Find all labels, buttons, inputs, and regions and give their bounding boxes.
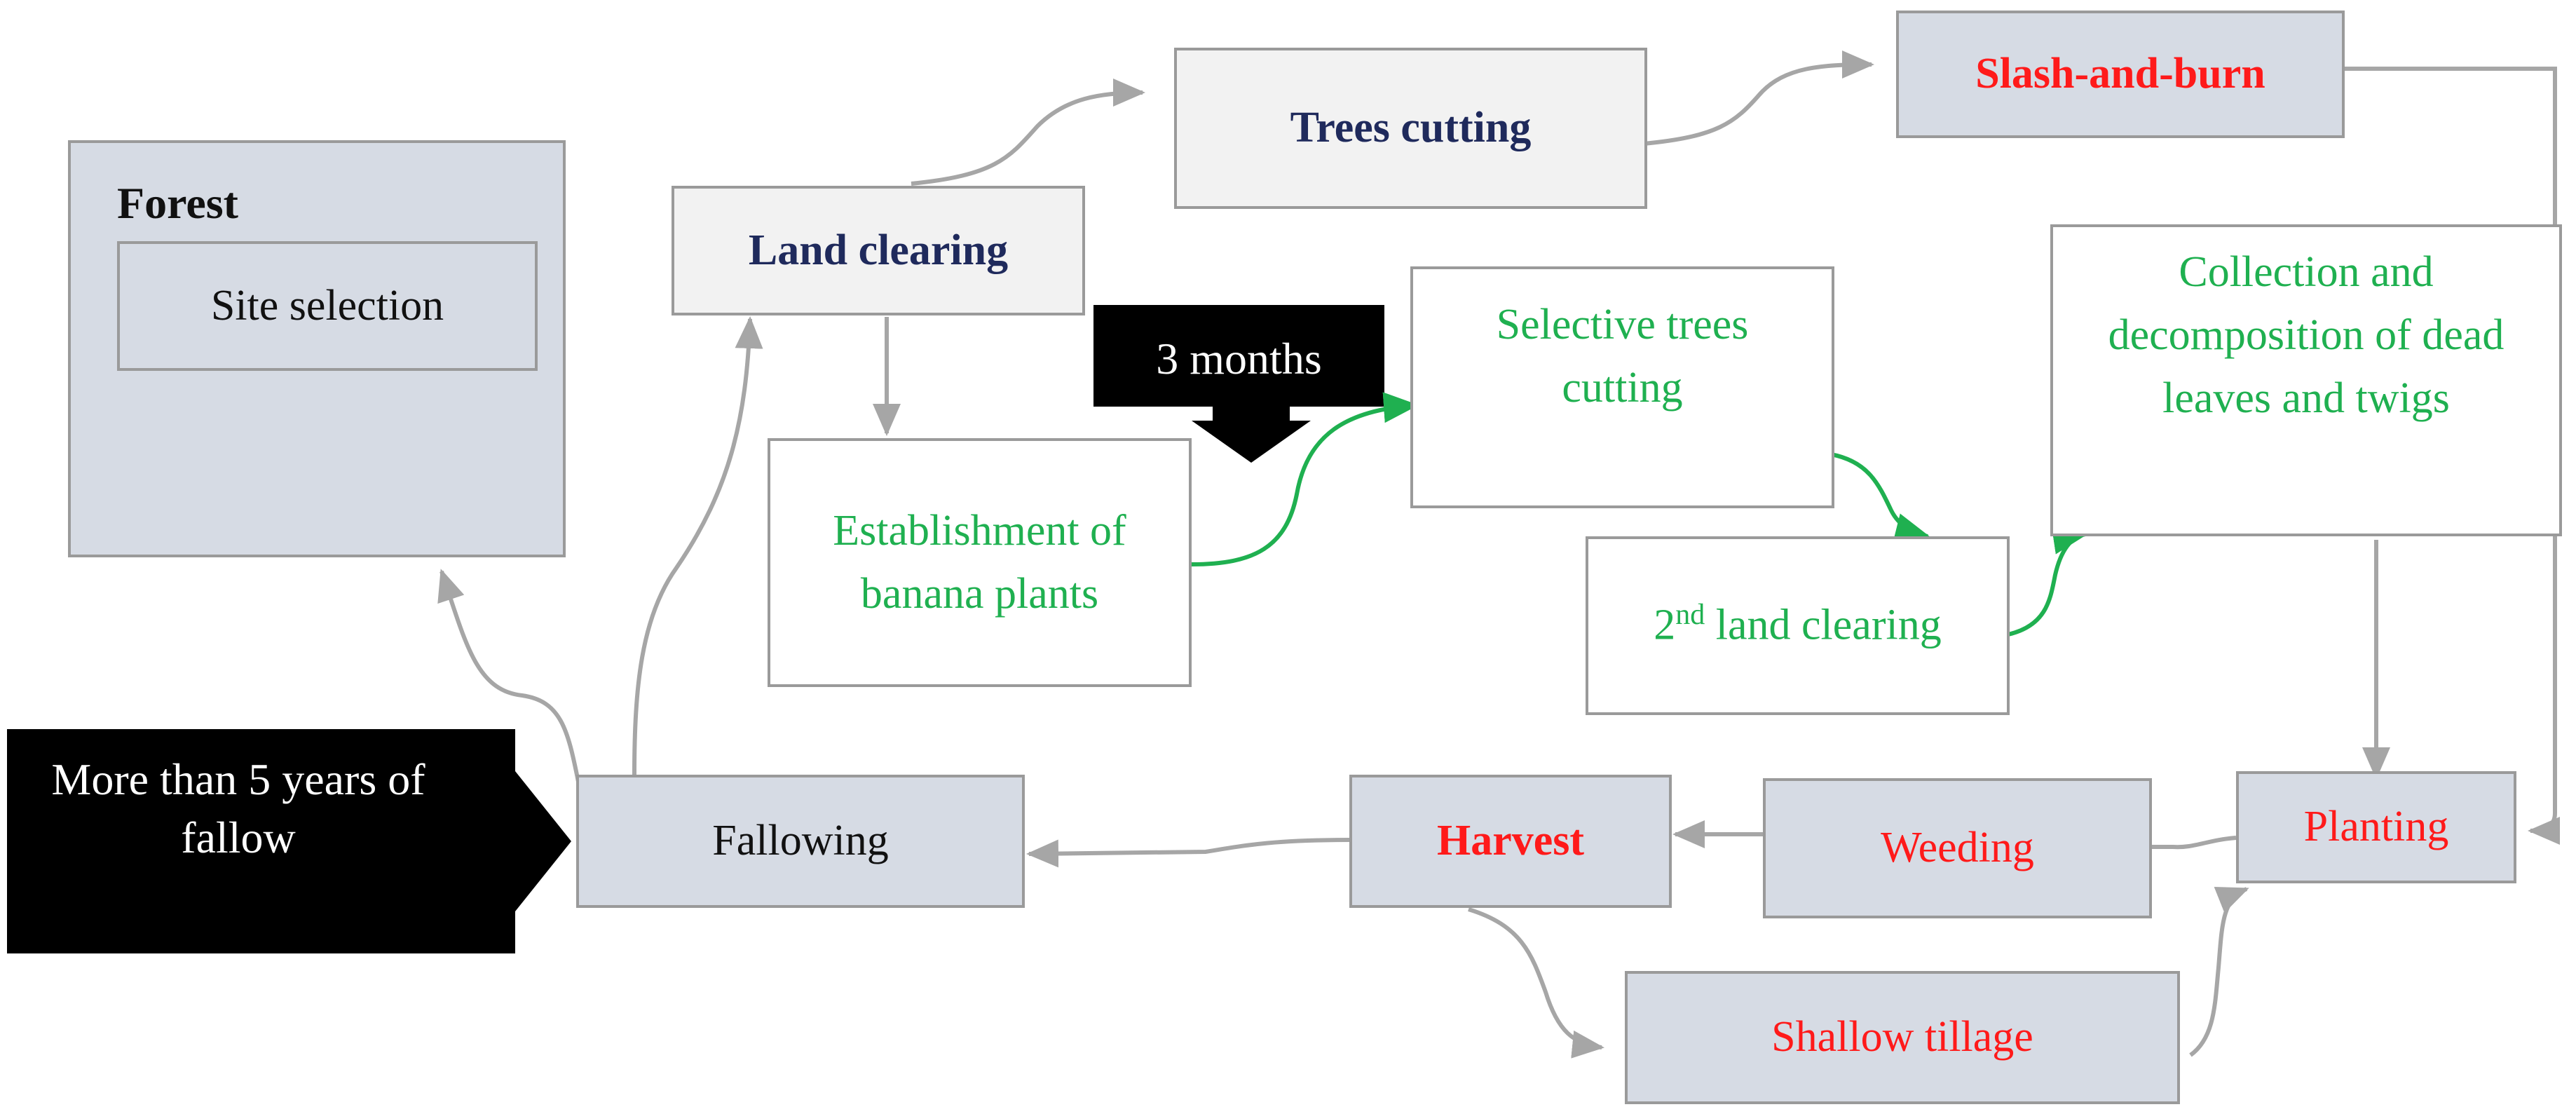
planting-label: Planting: [2303, 803, 2449, 851]
three-months-label: 3 months: [1156, 334, 1322, 383]
forest-box: Forest Site selection: [68, 140, 566, 557]
site-selection-label: Site selection: [210, 281, 444, 330]
second-clearing-label: 2nd land clearing: [1654, 594, 1941, 658]
arrow-harvest-to-shallow-tillage: [1468, 907, 1604, 1059]
second-clearing-text: land clearing: [1715, 601, 1942, 649]
slash-and-burn-box: Slash-and-burn: [1896, 11, 2345, 138]
second-clearing-ordinal: 2: [1654, 601, 1676, 649]
weeding-box: Weeding: [1763, 778, 2152, 918]
selective-cutting-box: Selective trees cutting: [1410, 266, 1834, 508]
trees-cutting-label: Trees cutting: [1290, 104, 1532, 152]
arrow-shallow-tillage-to-planting: [2189, 887, 2249, 1057]
arrow-trees-cutting-to-slash-and-burn: [1643, 50, 1874, 146]
collection-label: Collection and decomposition of dead lea…: [2108, 248, 2505, 422]
arrow-fallowing-to-land-clearing: [632, 316, 763, 775]
fallow-duration-arrow-shape: [7, 729, 571, 953]
collection-box: Collection and decomposition of dead lea…: [2050, 224, 2562, 536]
land-clearing-box: Land clearing: [672, 186, 1085, 315]
arrow-second-clearing-to-collection: [2008, 524, 2088, 637]
arrow-establishment-to-selective-cutting: [1191, 392, 1419, 566]
arrow-slash-and-burn-to-planting: [2345, 67, 2561, 845]
slash-and-burn-label: Slash-and-burn: [1975, 50, 2265, 98]
arrow-planting-to-weeding: [2114, 833, 2237, 861]
weeding-label: Weeding: [1881, 824, 2034, 872]
arrow-fallowing-to-forest: [437, 569, 580, 782]
forest-title: Forest: [117, 178, 238, 228]
arrow-selective-cutting-to-second-clearing: [1830, 452, 1930, 544]
planting-box: Planting: [2236, 771, 2516, 883]
fallow-duration-label: More than 5 years of fallow: [51, 754, 425, 863]
three-months-arrow-shape: [1093, 305, 1384, 463]
shallow-tillage-box: Shallow tillage: [1625, 971, 2180, 1104]
arrow-land-clearing-to-trees-cutting: [911, 79, 1145, 186]
land-clearing-label: Land clearing: [748, 226, 1009, 274]
selective-cutting-label: Selective trees cutting: [1496, 301, 1749, 412]
site-selection-box: Site selection: [117, 241, 538, 371]
shallow-tillage-label: Shallow tillage: [1771, 1013, 2033, 1061]
harvest-label: Harvest: [1436, 817, 1585, 865]
establishment-box: Establishment of banana plants: [768, 438, 1192, 687]
fallowing-label: Fallowing: [712, 817, 889, 865]
trees-cutting-box: Trees cutting: [1174, 48, 1647, 209]
fallowing-box: Fallowing: [576, 775, 1025, 908]
establishment-label: Establishment of banana plants: [833, 506, 1126, 618]
second-clearing-superscript: nd: [1675, 599, 1705, 632]
harvest-box: Harvest: [1349, 775, 1672, 908]
second-clearing-box: 2nd land clearing: [1586, 536, 2010, 715]
arrow-harvest-to-fallowing: [1026, 838, 1350, 868]
